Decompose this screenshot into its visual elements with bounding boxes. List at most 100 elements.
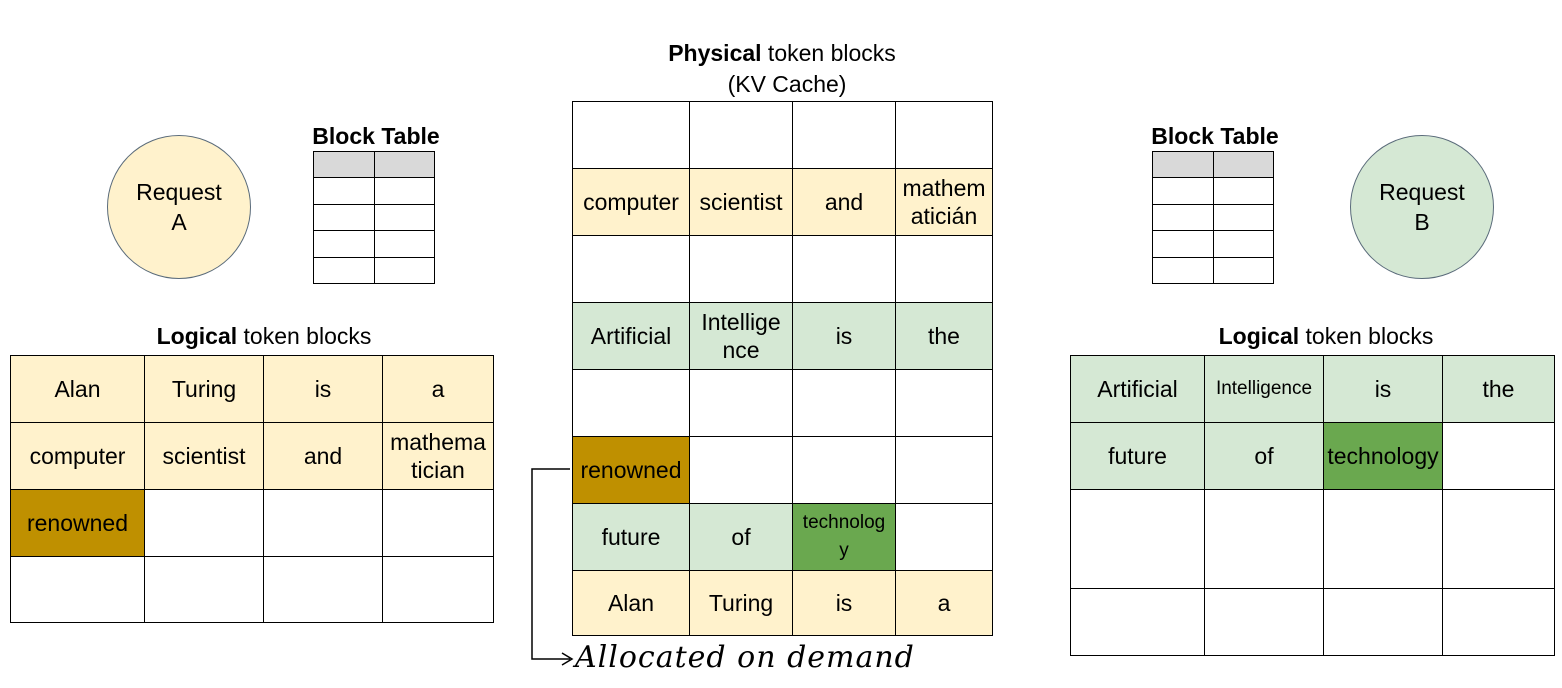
physical-cell: technolog y — [792, 503, 896, 571]
request-a-row: renowned — [10, 489, 494, 557]
request-a-cell: Alan — [10, 355, 145, 423]
request-b-cell: of — [1204, 422, 1324, 490]
request-b-cell: Intelligence — [1204, 355, 1324, 423]
request-b-cell: technology — [1323, 422, 1443, 490]
physical-cell — [689, 101, 793, 169]
physical-row — [572, 369, 993, 437]
physical-cell: mathem aticián — [895, 168, 993, 236]
logical-b-title-bold: Logical — [1218, 323, 1300, 349]
request-b-cell — [1323, 489, 1443, 589]
request-a-cell — [382, 489, 494, 557]
request-b-cell — [1070, 489, 1205, 589]
physical-cell: and — [792, 168, 896, 236]
physical-cell — [689, 235, 793, 303]
allocated-on-demand-note: Allocated on demand — [575, 640, 915, 675]
request-a-cell: a — [382, 355, 494, 423]
request-a-cell: and — [263, 422, 383, 490]
request-a-cell — [144, 556, 264, 623]
physical-cell — [792, 436, 896, 504]
allocation-arrow — [531, 468, 574, 666]
request-b-cell — [1323, 588, 1443, 656]
physical-cell: Turing — [689, 570, 793, 636]
physical-cell: is — [792, 570, 896, 636]
physical-blocks-title: Physical token blocks — [572, 39, 992, 67]
block-table-b-title: Block Table — [1151, 123, 1279, 149]
physical-cell — [572, 369, 690, 437]
physical-row — [572, 101, 993, 169]
logical-blocks-b-title: Logical token blocks — [1071, 322, 1562, 350]
request-b-cell: is — [1323, 355, 1443, 423]
request-b-cell: Artificial — [1070, 355, 1205, 423]
request-b-cell: the — [1442, 355, 1555, 423]
physical-cell — [572, 235, 690, 303]
request-a-cell: Turing — [144, 355, 264, 423]
request-a-cell — [382, 556, 494, 623]
physical-cell — [792, 101, 896, 169]
physical-cell: Intellige nce — [689, 302, 793, 370]
physical-cell — [572, 101, 690, 169]
physical-title-bold: Physical — [668, 40, 762, 66]
physical-cell: Alan — [572, 570, 690, 636]
request-b-row — [1070, 588, 1555, 656]
request-a-cell: renowned — [10, 489, 145, 557]
request-b-cell — [1442, 588, 1555, 656]
request-b-row — [1070, 489, 1555, 589]
request-a-cell: is — [263, 355, 383, 423]
request-a-cell: scientist — [144, 422, 264, 490]
request-b-node: Request B — [1350, 135, 1494, 279]
physical-cell — [689, 369, 793, 437]
arrow-line — [531, 468, 570, 660]
block-table-b — [1152, 150, 1274, 285]
request-a-label: Request A — [136, 179, 222, 235]
physical-cell: future — [572, 503, 690, 571]
logical-b-title-rest: token blocks — [1299, 323, 1434, 349]
block-table-a-title: Block Table — [312, 123, 440, 149]
request-b-label: Request B — [1379, 179, 1465, 235]
request-b-cell — [1070, 588, 1205, 656]
physical-cell — [895, 235, 993, 303]
request-b-cell: future — [1070, 422, 1205, 490]
request-a-cell — [144, 489, 264, 557]
physical-cell — [689, 436, 793, 504]
physical-row: renowned — [572, 436, 993, 504]
physical-cell: computer — [572, 168, 690, 236]
request-a-node: Request A — [107, 135, 251, 279]
physical-cell — [895, 436, 993, 504]
request-a-cell — [263, 489, 383, 557]
request-b-cell — [1442, 422, 1555, 490]
physical-cell: scientist — [689, 168, 793, 236]
logical-blocks-a-title: Logical token blocks — [10, 322, 518, 350]
request-a-cell — [263, 556, 383, 623]
physical-cell: a — [895, 570, 993, 636]
physical-cell — [895, 369, 993, 437]
physical-row — [572, 235, 993, 303]
request-a-row — [10, 556, 494, 623]
physical-cell: the — [895, 302, 993, 370]
physical-title-rest: token blocks — [761, 40, 896, 66]
physical-cell — [792, 235, 896, 303]
kv-cache-subtitle: (KV Cache) — [727, 71, 847, 97]
request-b-cell — [1442, 489, 1555, 589]
physical-cell — [792, 369, 896, 437]
physical-cell: is — [792, 302, 896, 370]
request-b-cell — [1204, 489, 1324, 589]
arrow-head-icon — [561, 652, 574, 666]
physical-cell — [895, 503, 993, 571]
physical-cell — [895, 101, 993, 169]
physical-cell: of — [689, 503, 793, 571]
physical-cell: renowned — [572, 436, 690, 504]
request-a-cell: mathema tician — [382, 422, 494, 490]
block-table-a — [313, 150, 435, 285]
request-a-cell — [10, 556, 145, 623]
request-b-cell — [1204, 588, 1324, 656]
